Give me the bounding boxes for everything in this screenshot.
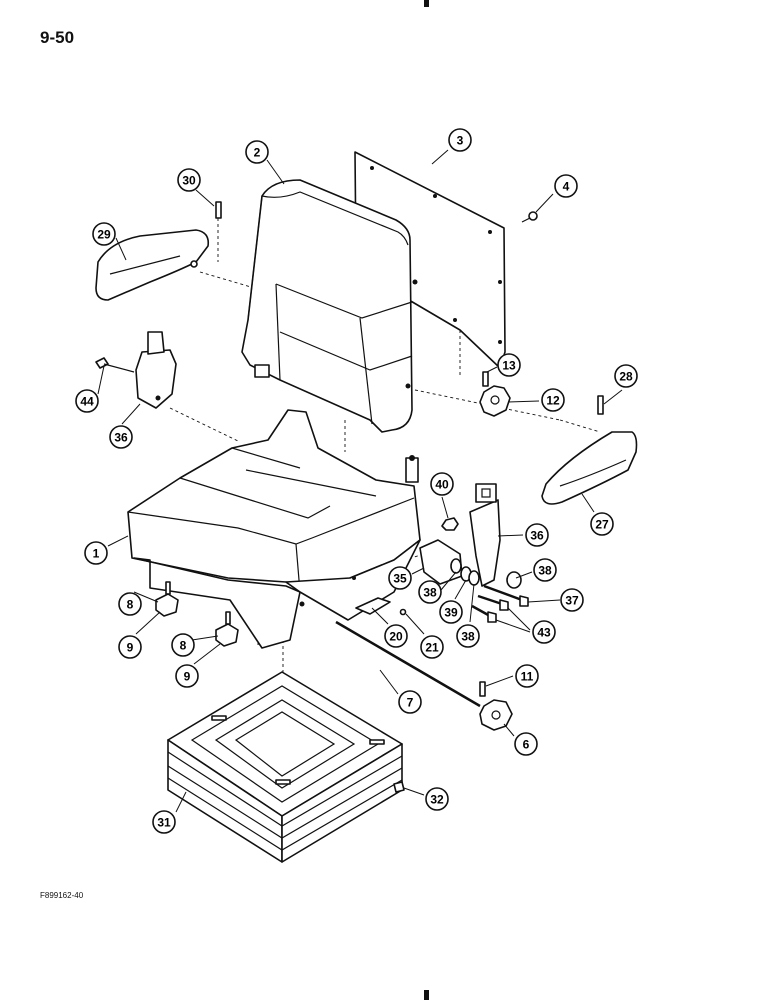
callout-38: 38 <box>456 624 480 648</box>
callout-6: 6 <box>514 732 538 756</box>
callout-label: 37 <box>565 594 579 608</box>
callout-44: 44 <box>75 389 99 413</box>
seat-cushion <box>127 409 421 649</box>
callout-27: 27 <box>590 512 614 536</box>
callout-label: 40 <box>435 478 449 492</box>
callout-label: 38 <box>538 564 552 578</box>
callout-32: 32 <box>425 787 449 811</box>
callout-43: 43 <box>532 620 556 644</box>
panel-holes <box>370 166 502 344</box>
callout-label: 35 <box>393 572 407 586</box>
crop-mark-bottom <box>424 990 429 1000</box>
callout-30: 30 <box>177 168 201 192</box>
callout-12: 12 <box>541 388 565 412</box>
left-armrest-bracket <box>135 331 177 409</box>
callout-1: 1 <box>84 541 108 565</box>
seat-back-cushion <box>241 179 418 433</box>
callout-label: 9 <box>184 670 191 684</box>
leader-lines <box>97 149 623 813</box>
callout-label: 9 <box>127 641 134 655</box>
callout-label: 27 <box>595 518 609 532</box>
callout-label: 4 <box>563 180 570 194</box>
callout-label: 43 <box>537 626 551 640</box>
callout-label: 44 <box>80 395 94 409</box>
callout-9: 9 <box>118 635 142 659</box>
callout-20: 20 <box>384 624 408 648</box>
callout-label: 7 <box>407 696 414 710</box>
callout-37: 37 <box>560 588 584 612</box>
callout-label: 20 <box>389 630 403 644</box>
callout-label: 36 <box>114 431 128 445</box>
belt-bolts <box>471 584 529 623</box>
callout-13: 13 <box>497 353 521 377</box>
back-knob-pin <box>482 371 489 387</box>
seat-belt-buckle <box>469 483 501 587</box>
callout-35: 35 <box>388 566 412 590</box>
crop-mark-top <box>424 0 429 7</box>
callout-label: 3 <box>457 134 464 148</box>
bellows-screw <box>393 781 405 793</box>
right-armrest <box>541 431 638 505</box>
adjust-rod <box>335 620 481 708</box>
callout-label: 38 <box>461 630 475 644</box>
callout-label: 12 <box>546 394 560 408</box>
panel-screw <box>521 211 538 223</box>
slide-latch <box>355 597 407 616</box>
callout-label: 2 <box>254 146 261 160</box>
page-number: 9-50 <box>40 28 75 47</box>
seat-knob-right <box>215 611 239 647</box>
left-bracket-bolt <box>95 357 135 373</box>
callout-11: 11 <box>515 664 539 688</box>
callout-label: 39 <box>444 606 458 620</box>
callout-label: 29 <box>97 228 111 242</box>
callout-21: 21 <box>420 635 444 659</box>
back-adjust-knob <box>479 385 511 417</box>
callout-label: 11 <box>521 670 534 684</box>
callout-label: 31 <box>157 816 171 830</box>
callout-label: 8 <box>127 598 134 612</box>
callout-8: 8 <box>171 633 195 657</box>
callout-28: 28 <box>614 364 638 388</box>
belt-washers <box>450 558 522 589</box>
callout-label: 32 <box>430 793 444 807</box>
callout-9: 9 <box>175 664 199 688</box>
callout-38: 38 <box>533 558 557 582</box>
rod-pin <box>479 681 486 697</box>
suspension-bellows <box>167 671 403 863</box>
callout-40: 40 <box>430 472 454 496</box>
belt-nut <box>441 517 459 531</box>
callout-36: 36 <box>109 425 133 449</box>
callout-4: 4 <box>554 174 578 198</box>
callout-label: 30 <box>182 174 196 188</box>
left-armrest <box>95 229 210 301</box>
callout-label: 13 <box>502 359 516 373</box>
callout-7: 7 <box>398 690 422 714</box>
callout-label: 1 <box>93 547 100 561</box>
callout-2: 2 <box>245 140 269 164</box>
callout-label: 6 <box>523 738 530 752</box>
callout-39: 39 <box>439 600 463 624</box>
rod-knob <box>479 699 513 731</box>
right-armrest-pin <box>597 395 604 415</box>
callout-label: 8 <box>180 639 187 653</box>
callout-38: 38 <box>418 580 442 604</box>
seat-knob-left <box>155 581 179 617</box>
callout-29: 29 <box>92 222 116 246</box>
callout-31: 31 <box>152 810 176 834</box>
callout-8: 8 <box>118 592 142 616</box>
left-armrest-pin <box>215 201 222 219</box>
figure-code: F899162-40 <box>40 891 84 900</box>
callout-36: 36 <box>525 523 549 547</box>
callout-label: 28 <box>619 370 633 384</box>
callout-label: 21 <box>425 641 439 655</box>
callout-label: 36 <box>530 529 544 543</box>
callout-3: 3 <box>448 128 472 152</box>
callout-label: 38 <box>423 586 437 600</box>
